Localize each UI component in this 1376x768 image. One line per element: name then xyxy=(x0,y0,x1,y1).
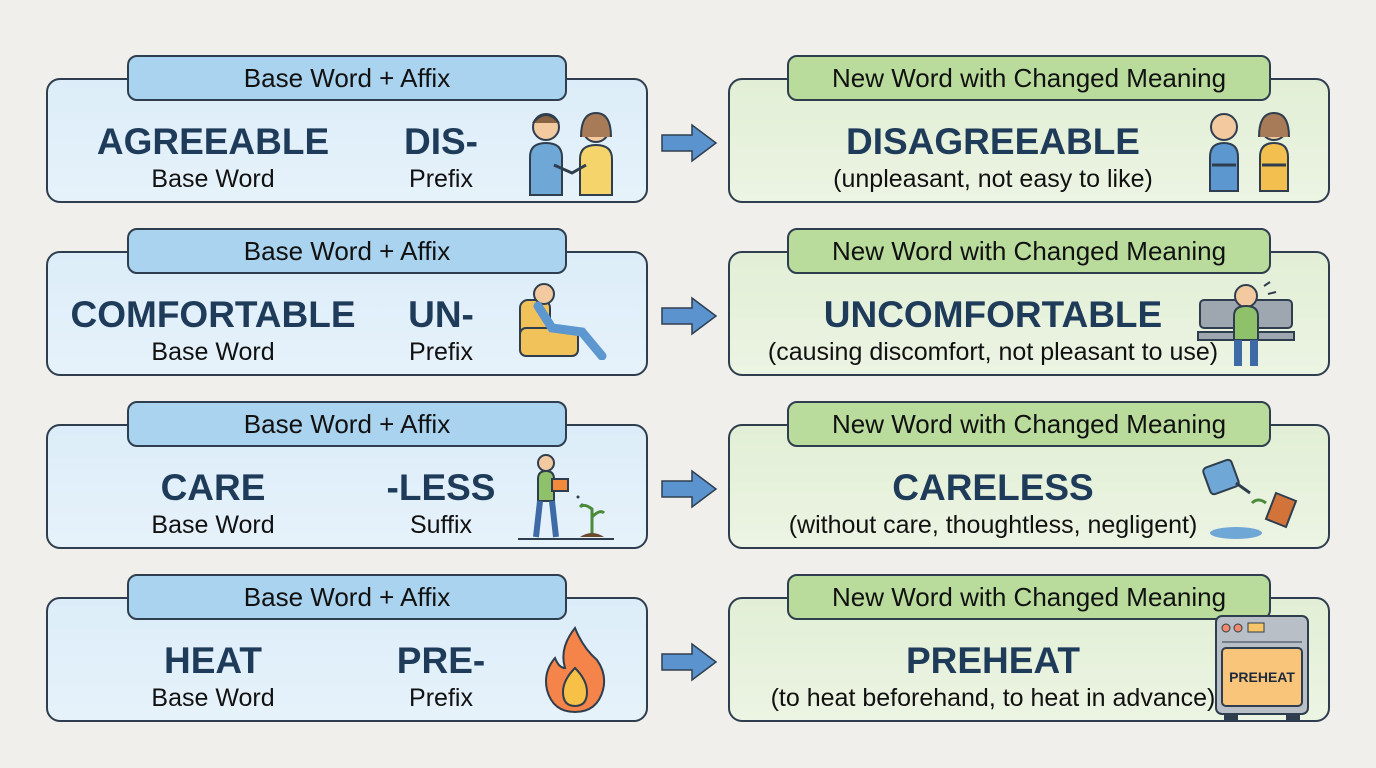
new-word: PREHEAT xyxy=(905,640,1081,681)
new-word: CARELESS xyxy=(892,467,1094,508)
word-formation-row: Base Word + Affix HEAT Base Word PRE- Pr… xyxy=(0,574,1376,734)
person-in-armchair-icon xyxy=(516,280,616,365)
affix-type-label: Suffix xyxy=(409,511,473,539)
arrow-right-icon xyxy=(661,642,718,682)
arrow-right-icon xyxy=(661,123,718,163)
flame-icon xyxy=(540,624,610,719)
handshake-people-icon xyxy=(516,107,626,202)
base-affix-header: Base Word + Affix xyxy=(127,574,567,620)
oven-icon: PREHEAT xyxy=(1214,614,1310,729)
new-word: DISAGREEABLE xyxy=(846,121,1140,162)
affix-type-label: Prefix xyxy=(409,165,473,193)
affix: UN- xyxy=(408,294,474,335)
spilled-watering-can-icon xyxy=(1196,453,1306,548)
watering-plant-icon xyxy=(516,453,616,548)
base-word: COMFORTABLE xyxy=(70,294,356,335)
base-word-label: Base Word xyxy=(151,165,275,193)
new-word-header: New Word with Changed Meaning xyxy=(787,401,1271,447)
new-word-header: New Word with Changed Meaning xyxy=(787,228,1271,274)
arrow-right-icon xyxy=(661,296,718,336)
base-word-label: Base Word xyxy=(151,511,275,539)
new-word-meaning: (without care, thoughtless, negligent) xyxy=(788,511,1198,539)
new-word-header: New Word with Changed Meaning xyxy=(787,55,1271,101)
word-formation-row: Base Word + Affix CARE Base Word -LESS S… xyxy=(0,401,1376,561)
oven-label: PREHEAT xyxy=(1229,669,1295,685)
affix: -LESS xyxy=(386,467,496,508)
new-word-meaning: (causing discomfort, not pleasant to use… xyxy=(767,338,1219,366)
affix: DIS- xyxy=(404,121,478,162)
base-affix-header: Base Word + Affix xyxy=(127,228,567,274)
affix: PRE- xyxy=(396,640,486,681)
new-word-meaning: (to heat beforehand, to heat in advance) xyxy=(770,684,1216,712)
new-word-header: New Word with Changed Meaning xyxy=(787,574,1271,620)
new-word: UNCOMFORTABLE xyxy=(823,294,1163,335)
base-word: HEAT xyxy=(164,640,262,681)
base-word-label: Base Word xyxy=(151,338,275,366)
affix-type-label: Prefix xyxy=(409,338,473,366)
affix-type-label: Prefix xyxy=(409,684,473,712)
person-on-bench-icon xyxy=(1196,280,1296,375)
base-word: AGREEABLE xyxy=(96,121,330,162)
base-word: CARE xyxy=(160,467,266,508)
arrow-right-icon xyxy=(661,469,718,509)
base-affix-header: Base Word + Affix xyxy=(127,401,567,447)
base-affix-header: Base Word + Affix xyxy=(127,55,567,101)
arguing-people-icon xyxy=(1196,107,1306,197)
word-formation-row: Base Word + Affix COMFORTABLE Base Word … xyxy=(0,228,1376,388)
word-formation-row: Base Word + Affix AGREEABLE Base Word DI… xyxy=(0,55,1376,215)
new-word-meaning: (unpleasant, not easy to like) xyxy=(833,165,1153,193)
base-word-label: Base Word xyxy=(151,684,275,712)
